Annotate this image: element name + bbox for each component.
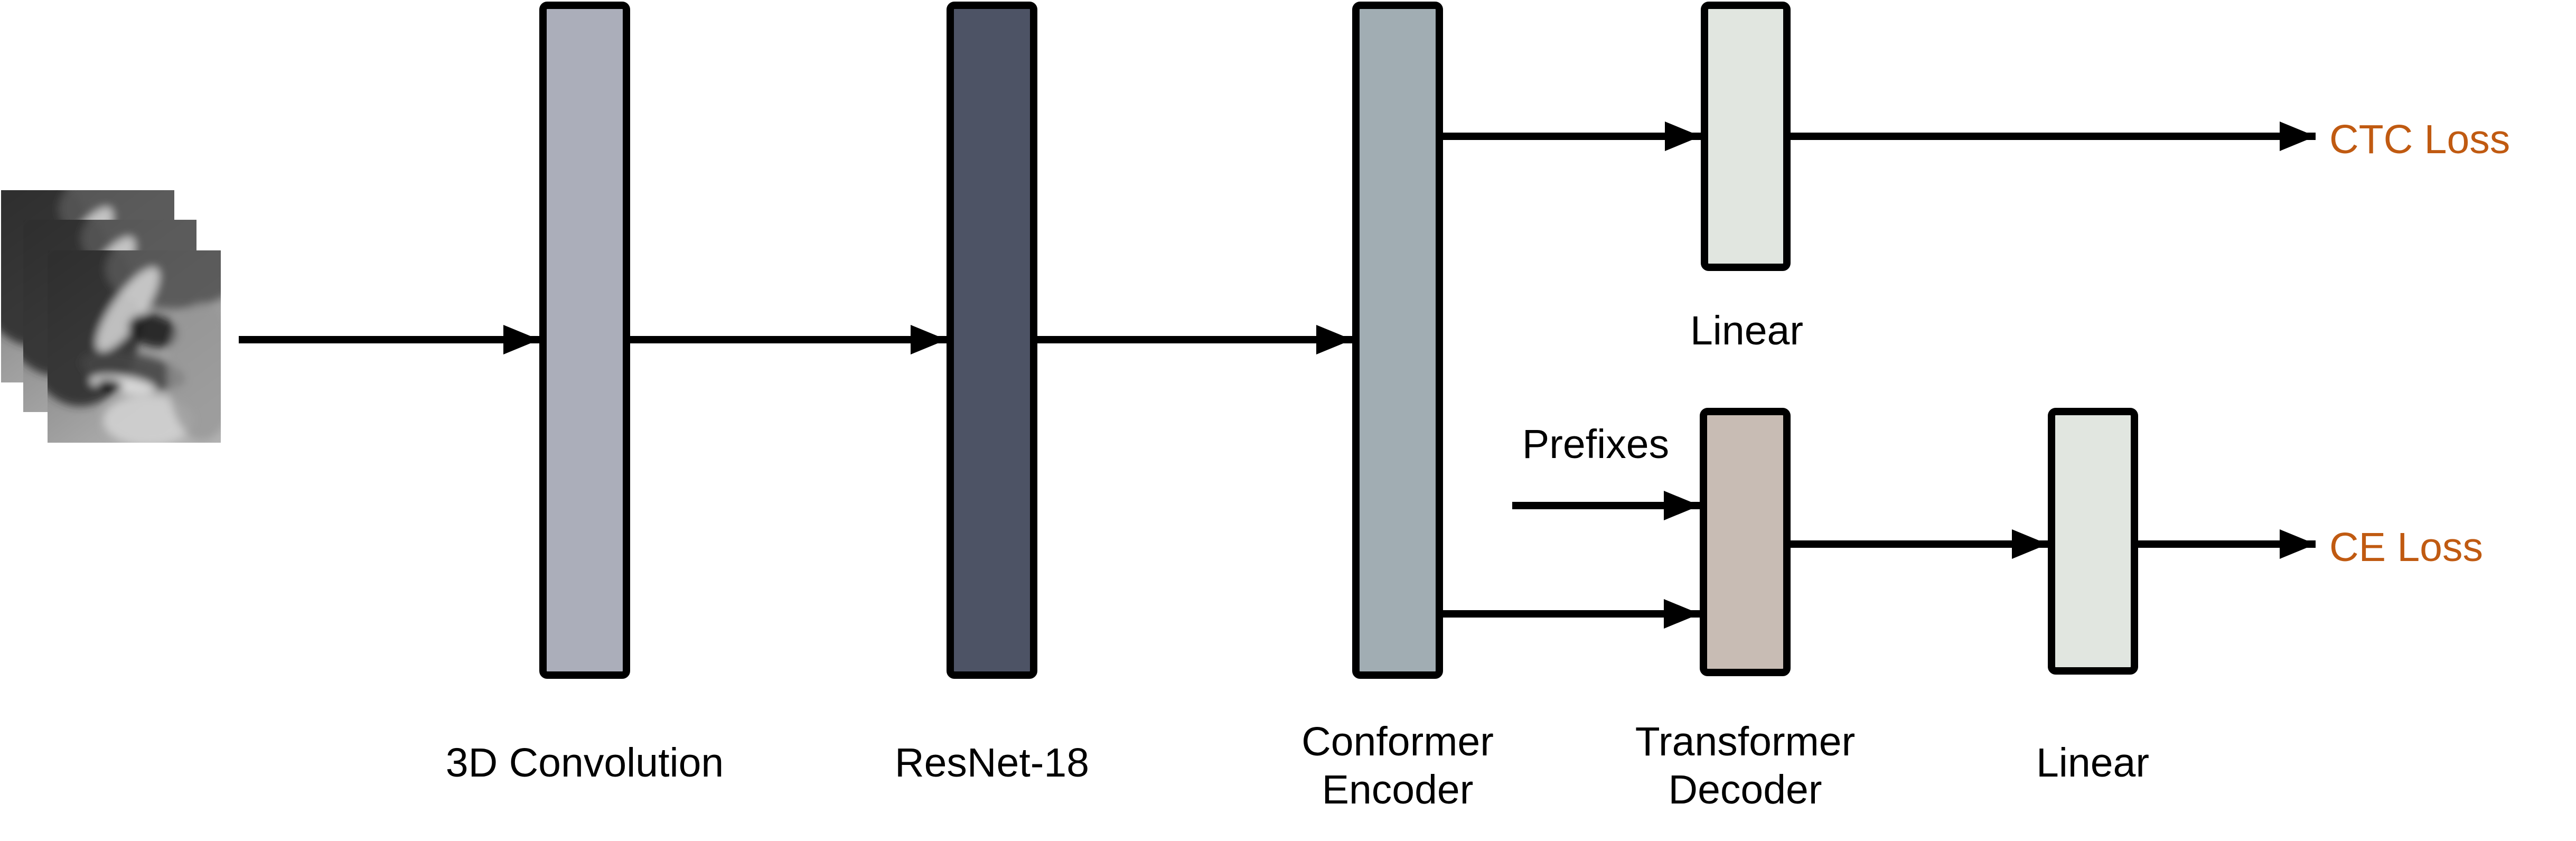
arrows	[239, 122, 2316, 629]
resnet-block	[947, 2, 1037, 679]
conformer-label-line2: Encoder	[1322, 767, 1474, 812]
lip-frames-stack	[0, 169, 243, 446]
linear-top-block	[1701, 2, 1791, 271]
resnet-label: ResNet-18	[895, 740, 1089, 786]
conformer-encoder-block	[1352, 2, 1443, 679]
ce-loss-label: CE Loss	[2329, 525, 2483, 570]
linear-bottom-block	[2048, 408, 2138, 675]
transformer-decoder-label-line1: Transformer	[1635, 719, 1855, 764]
prefixes-label: Prefixes	[1522, 422, 1669, 467]
conformer-label-line1: Conformer	[1301, 719, 1494, 764]
labels: 3D Convolution ResNet-18 Conformer Encod…	[446, 117, 2511, 812]
transformer-decoder-label-line2: Decoder	[1668, 767, 1822, 812]
lip-frame-front	[20, 229, 243, 446]
blocks	[539, 2, 2138, 679]
conv3d-block	[539, 2, 630, 679]
transformer-decoder-block	[1700, 408, 1791, 676]
ctc-loss-label: CTC Loss	[2329, 117, 2510, 162]
linear-top-label: Linear	[1690, 308, 1803, 353]
linear-bottom-label: Linear	[2036, 740, 2149, 786]
conv3d-label: 3D Convolution	[446, 740, 724, 786]
